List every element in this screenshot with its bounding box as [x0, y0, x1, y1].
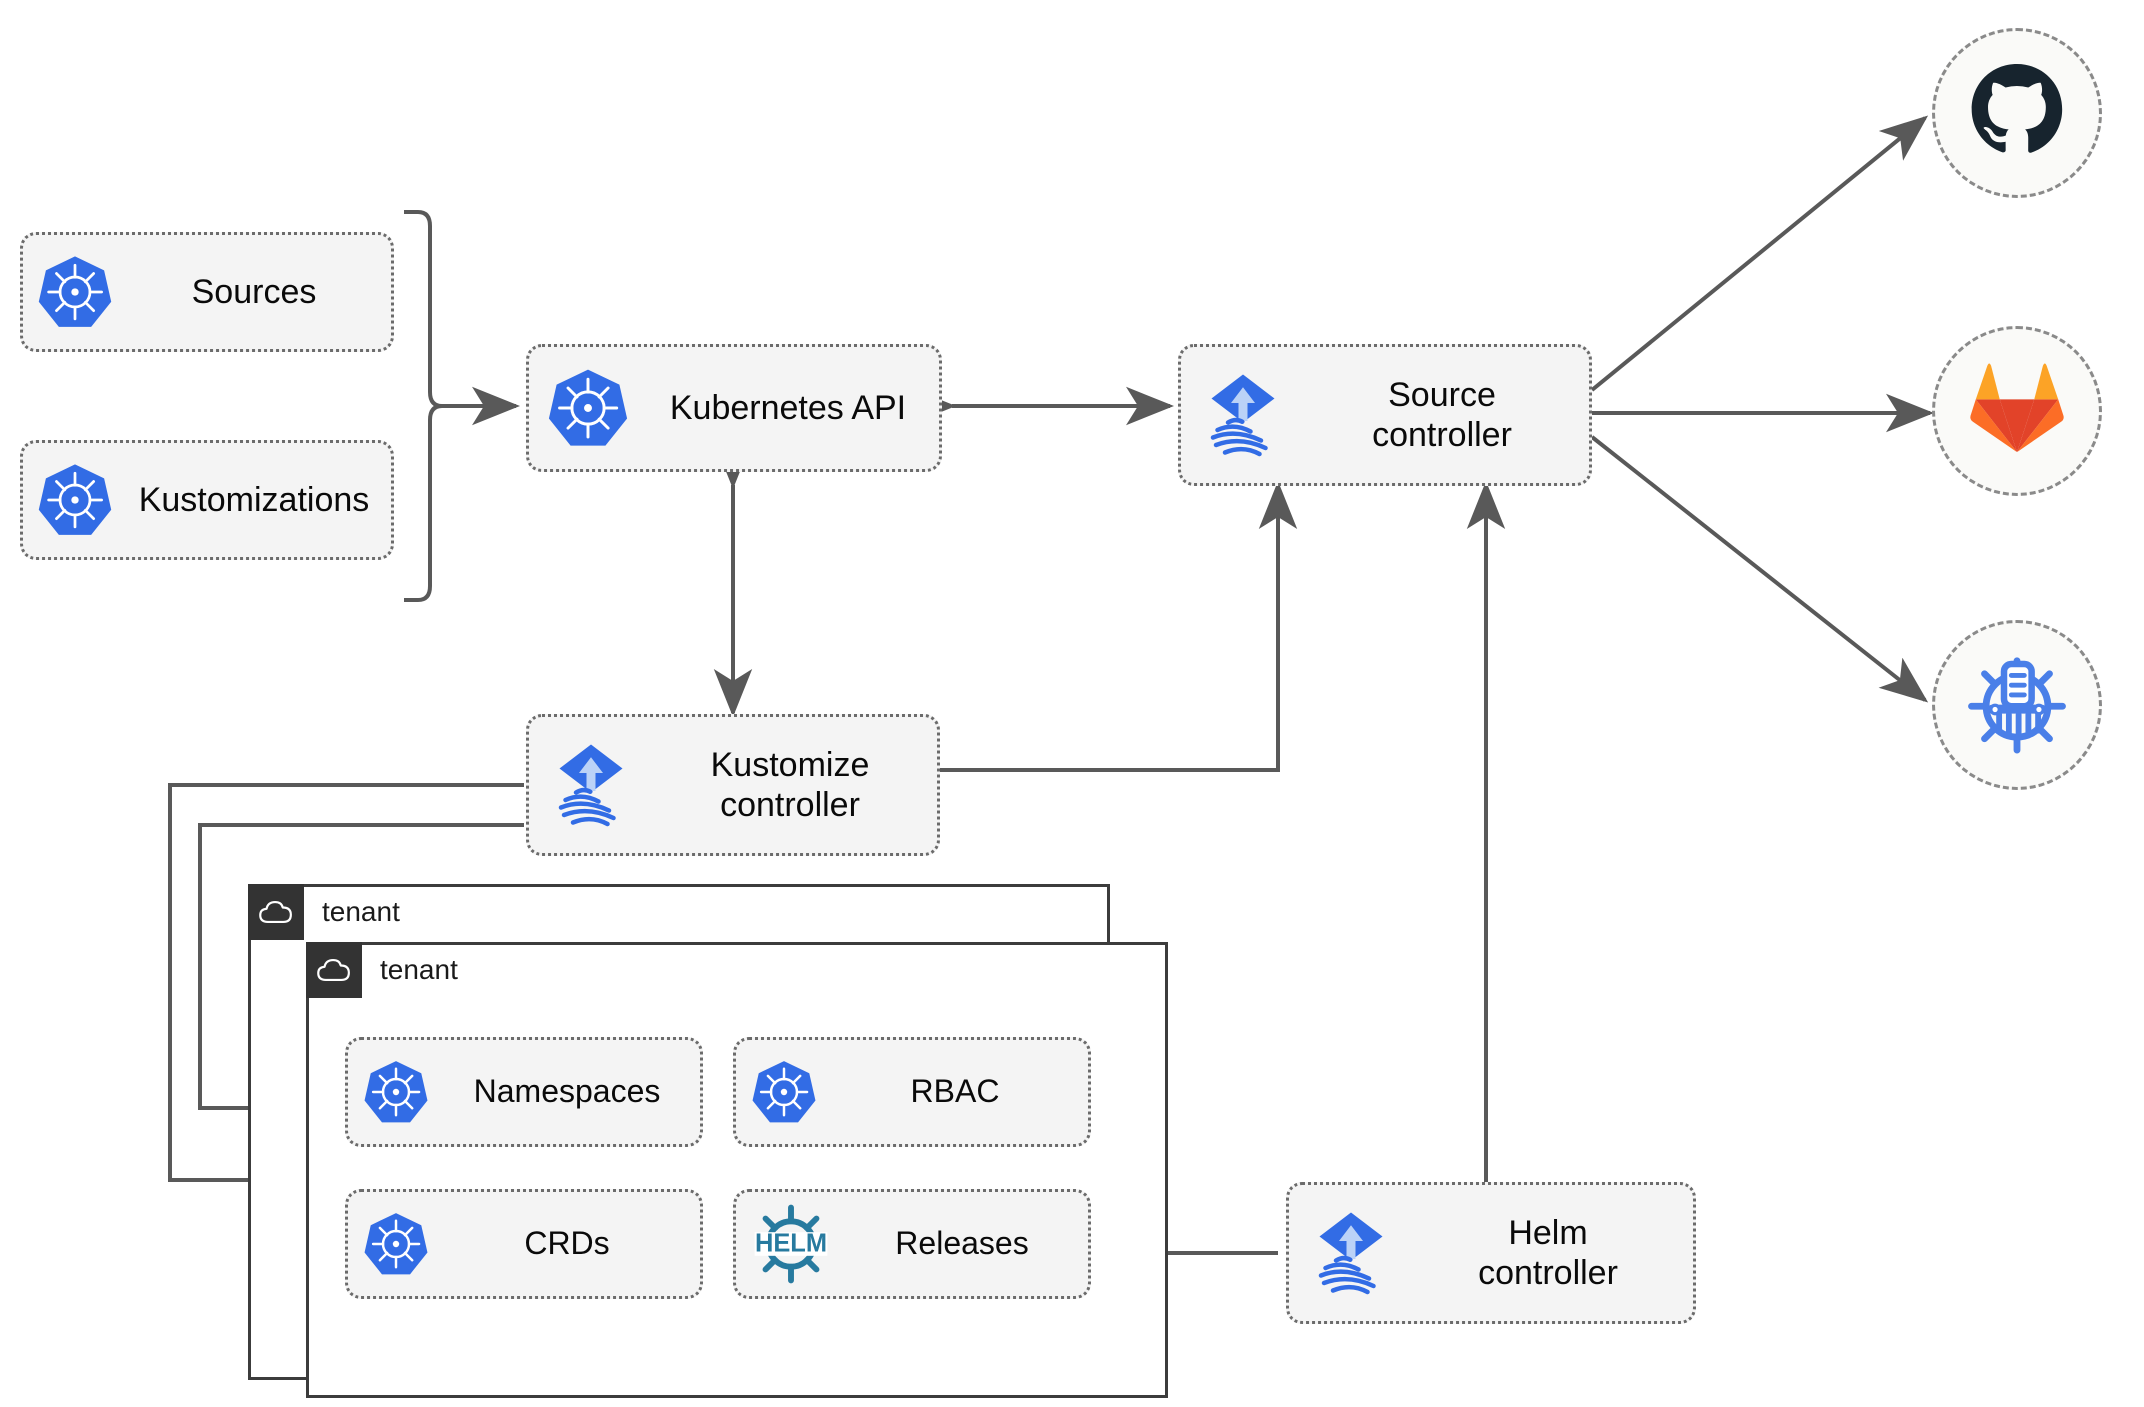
provider-bucket[interactable] [1932, 620, 2102, 790]
node-helm-controller[interactable]: Helm controller [1286, 1182, 1696, 1324]
cloud-icon [248, 884, 304, 940]
tenant-resource-label: CRDs [524, 1225, 610, 1262]
flux-icon [529, 737, 653, 833]
wire-source-to-github [1590, 115, 1929, 392]
tenant-resource-rbac[interactable]: RBAC [733, 1037, 1091, 1147]
wire-kustomize-to-source [940, 481, 1298, 772]
node-label: Source controller [1372, 375, 1512, 454]
provider-github[interactable] [1932, 28, 2102, 198]
tenant-resource-namespaces[interactable]: Namespaces [345, 1037, 703, 1147]
tenant-label: tenant [380, 954, 458, 985]
tenant-tab: tenant [306, 942, 458, 998]
tenant-container-front[interactable]: tenant Namespaces [306, 942, 1168, 1398]
flux-icon [1289, 1205, 1413, 1301]
tenant-resource-crds[interactable]: CRDs [345, 1189, 703, 1299]
svg-text:HELM: HELM [755, 1229, 827, 1257]
resource-label: Sources [191, 272, 317, 311]
tenant-label: tenant [322, 896, 400, 927]
resource-card-sources[interactable]: Sources [20, 232, 394, 352]
provider-gitlab[interactable] [1932, 326, 2102, 496]
bucket-icon [1965, 651, 2069, 760]
gitlab-icon [1969, 362, 2065, 460]
node-label: Kustomize controller [710, 745, 870, 824]
tenant-resource-releases[interactable]: HELM Releases [733, 1189, 1091, 1299]
node-kubernetes-api[interactable]: Kubernetes API [526, 344, 942, 472]
node-label: Kubernetes API [669, 388, 907, 427]
node-kustomize-controller[interactable]: Kustomize controller [526, 714, 940, 856]
wire-source-to-bucket [1590, 435, 1929, 703]
github-icon [1968, 62, 2066, 165]
kubernetes-icon [348, 1211, 444, 1277]
kubernetes-icon [529, 367, 647, 449]
node-label: Helm controller [1478, 1213, 1618, 1292]
bracket-group [404, 210, 443, 602]
kubernetes-icon [348, 1059, 444, 1125]
kubernetes-icon [23, 462, 127, 538]
kubernetes-icon [23, 254, 127, 330]
helm-icon: HELM [736, 1204, 846, 1284]
resource-label: Kustomizations [138, 480, 370, 519]
resource-card-kustomizations[interactable]: Kustomizations [20, 440, 394, 560]
node-source-controller[interactable]: Source controller [1178, 344, 1592, 486]
flux-icon [1181, 367, 1305, 463]
tenant-tab: tenant [248, 884, 400, 940]
kubernetes-icon [736, 1059, 832, 1125]
tenant-resource-label: RBAC [910, 1073, 1000, 1110]
cloud-icon [306, 942, 362, 998]
tenant-resource-label: Releases [895, 1225, 1029, 1262]
tenant-resource-label: Namespaces [473, 1073, 661, 1110]
